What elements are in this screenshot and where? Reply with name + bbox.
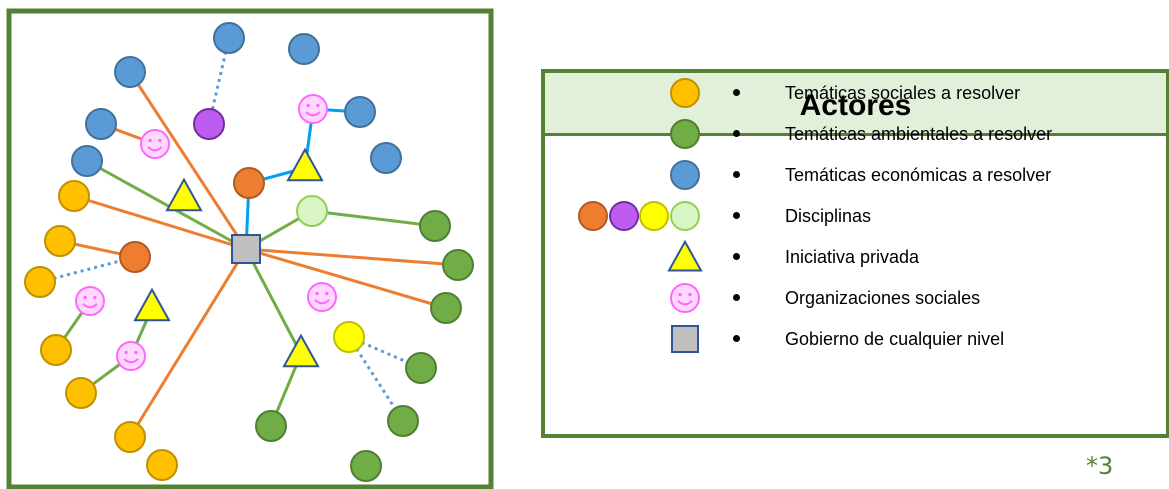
edge-hub-blue-left — [86, 159, 247, 251]
node-privada-1 — [286, 147, 324, 182]
node-organizacion-1 — [298, 94, 328, 124]
network-nodes — [24, 22, 474, 482]
node-organizacion-4 — [307, 282, 337, 312]
node-disciplina-orange-2 — [119, 241, 151, 273]
legend-organizacion-smiley — [670, 283, 700, 313]
bullet-icon — [733, 253, 740, 260]
node-disciplina-purple — [193, 108, 225, 140]
node-social-4 — [40, 334, 72, 366]
node-privada-4 — [282, 333, 320, 368]
node-privada-2 — [165, 177, 203, 212]
legend-title: Actores — [799, 89, 912, 122]
legend-privada-triangle — [667, 240, 703, 272]
node-economica-2 — [288, 33, 320, 65]
bullet-icon — [733, 335, 740, 342]
node-disciplina-lightgreen — [296, 195, 328, 227]
node-social-2 — [44, 225, 76, 257]
smiley-face-icon — [670, 283, 700, 313]
edge-dotted-yellow-green2 — [347, 336, 405, 422]
node-economica-4 — [344, 96, 376, 128]
node-economica-6 — [370, 142, 402, 174]
blue-circle-icon — [670, 160, 700, 190]
green-circle-icon — [670, 119, 700, 149]
legend-item-label: Temáticas económicas a resolver — [785, 165, 1052, 185]
edge-hub-green-2 — [245, 247, 447, 310]
node-social-7 — [146, 449, 178, 481]
node-ambiental-3 — [430, 292, 462, 324]
node-ambiental-5 — [387, 405, 419, 437]
node-gobierno — [231, 234, 261, 264]
bullet-icon — [733, 294, 740, 301]
node-ambiental-1 — [419, 210, 451, 242]
node-organizacion-3 — [75, 286, 105, 316]
legend-disciplina-lightgreen — [670, 201, 700, 231]
legend-item: Organizaciones sociales — [545, 281, 1166, 321]
edge-lightgreen-green — [311, 209, 436, 228]
legend-item-label: Temáticas ambientales a resolver — [785, 124, 1053, 144]
gray-square-icon — [671, 325, 699, 353]
node-disciplina-orange-1 — [233, 167, 265, 199]
node-privada-3 — [133, 287, 171, 322]
edge-hub-social-bottom — [128, 248, 248, 438]
bullet-icon — [733, 89, 740, 96]
yellow-triangle-icon — [667, 240, 703, 272]
bullet-icon — [733, 212, 740, 219]
legend-item: Temáticas sociales a resolver — [545, 76, 1166, 116]
orange-circle-icon — [670, 78, 700, 108]
footnote: *3 — [1086, 452, 1114, 480]
legend-item: Disciplinas — [545, 199, 1166, 239]
discipline-circles-icon — [578, 201, 700, 231]
node-organizacion-5 — [116, 341, 146, 371]
diagram-frame — [6, 8, 494, 489]
node-ambiental-2 — [442, 249, 474, 281]
legend-disciplina-yellow — [639, 201, 669, 231]
edge-dotted-social-disc — [39, 255, 136, 284]
edge-hub-social-1 — [73, 194, 247, 251]
legend-disciplina-purple — [609, 201, 639, 231]
legend-item-label: Temáticas sociales a resolver — [785, 83, 1021, 103]
legend-item-label: Iniciativa privada — [785, 247, 920, 267]
node-social-5 — [65, 377, 97, 409]
node-ambiental-4 — [405, 352, 437, 384]
network-diagram — [6, 8, 494, 489]
node-social-6 — [114, 421, 146, 453]
edge-hub-triangle-low — [244, 248, 303, 355]
node-economica-5 — [85, 108, 117, 140]
legend-gobierno-square — [671, 325, 699, 353]
node-economica-7 — [71, 145, 103, 177]
legend-disciplina-orange — [578, 201, 608, 231]
node-economica-1 — [213, 22, 245, 54]
bullet-icon — [733, 171, 740, 178]
legend-item: Temáticas económicas a resolver — [545, 158, 1166, 198]
legend-item: Gobierno de cualquier nivel — [545, 322, 1166, 362]
legend-ambiental-circle — [670, 119, 700, 149]
bullet-icon — [733, 130, 740, 137]
legend-item-label: Disciplinas — [785, 206, 872, 226]
legend-header: Actores — [545, 73, 1166, 136]
node-disciplina-yellow — [333, 321, 365, 353]
legend-item-label: Organizaciones sociales — [785, 288, 981, 308]
node-ambiental-6 — [255, 410, 287, 442]
node-social-1 — [58, 180, 90, 212]
node-ambiental-7 — [350, 450, 382, 482]
legend-item-label: Gobierno de cualquier nivel — [785, 329, 1005, 349]
legend-social-circle — [670, 78, 700, 108]
edge-hub-green-1 — [245, 247, 459, 267]
node-social-3 — [24, 266, 56, 298]
node-organizacion-2 — [140, 129, 170, 159]
legend-item: Iniciativa privada — [545, 240, 1166, 280]
legend-item: Temáticas ambientales a resolver — [545, 117, 1166, 157]
legend-economica-circle — [670, 160, 700, 190]
edge-hub-blue-top — [128, 71, 248, 250]
node-economica-3 — [114, 56, 146, 88]
